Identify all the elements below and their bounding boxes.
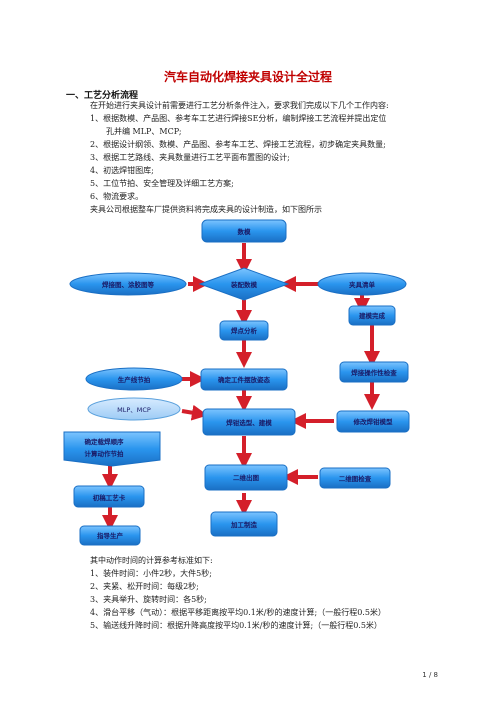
flow-node-xiugai: 修改焊钳模型 [336, 410, 410, 433]
svg-text:初稿工艺卡: 初稿工艺卡 [93, 493, 126, 502]
list-item: 5、工位节拍、安全管理及详细工艺方案; [90, 179, 234, 188]
svg-text:生产线节拍: 生产线节拍 [118, 375, 151, 384]
svg-text:指导生产: 指导生产 [97, 531, 124, 540]
flow-arrows [102, 243, 380, 531]
list-item: 2、根据设计纲领、数模、产品图、参考车工艺、焊接工艺流程，初步确定夹具数量; [90, 140, 386, 149]
svg-text:MLP、MCP: MLP、MCP [117, 406, 151, 414]
list-item: 2、夹紧、松开时间：每级2秒; [90, 582, 199, 591]
svg-text:确定工件摆放姿态: 确定工件摆放姿态 [218, 375, 271, 384]
list-item: 1、装件时间：小件2秒，大件5秒; [90, 569, 212, 578]
list-item: 1、根据数模、产品图、参考车工艺进行焊接SE分析，编制焊接工艺流程并提出定位 [90, 114, 387, 123]
section-intro: 在开始进行夹具设计前需要进行工艺分析条件注入，要求我们完成以下几个工作内容: [90, 101, 389, 110]
svg-text:焊接图、涂胶图等: 焊接图、涂胶图等 [102, 280, 155, 289]
svg-text:夹具清单: 夹具清单 [349, 280, 376, 289]
flow-node-mlp: MLP、MCP [87, 397, 181, 421]
flow-node-queding: 确定工件摆放姿态 [200, 368, 288, 391]
process-flowchart: 数模 焊接图、涂胶图等 装配数模 夹具清单 建模完成 焊点分析 焊接操作性检查 [63, 219, 410, 546]
svg-text:装配数模: 装配数模 [230, 280, 258, 289]
flow-node-xuanxing: 焊钳选型、建模 [202, 408, 296, 436]
flow-node-ertu: 二维出图 [204, 464, 288, 491]
page-number: 1 / 8 [422, 671, 438, 679]
document-title: 汽车自动化焊接夹具设计全过程 [163, 70, 332, 84]
flow-node-jiaju: 夹具清单 [317, 272, 407, 296]
list-item: 3、夹具举升、旋转时间：各5秒; [90, 595, 207, 604]
flow-node-shumo: 数模 [201, 219, 287, 243]
svg-text:焊点分析: 焊点分析 [231, 326, 258, 335]
svg-text:确定载焊顺序: 确定载焊顺序 [85, 437, 125, 446]
flow-intro: 夹具公司根据整车厂提供资料将完成夹具的设计制造，如下图所示 [90, 205, 322, 214]
section2-intro: 其中动作时间的计算参考标准如下: [90, 556, 213, 565]
flow-node-gongyika: 初稿工艺卡 [73, 485, 145, 508]
flow-node-caozuo: 焊接操作性检查 [339, 361, 409, 383]
svg-text:二维出图: 二维出图 [233, 473, 260, 482]
flow-node-handian: 焊点分析 [219, 320, 269, 341]
svg-text:计算动作节拍: 计算动作节拍 [85, 449, 125, 458]
flow-node-jianmo: 建模完成 [348, 305, 396, 326]
svg-text:加工制造: 加工制造 [230, 520, 258, 529]
svg-text:焊接操作性检查: 焊接操作性检查 [351, 368, 397, 377]
list-item: 4、初选焊钳图库; [90, 166, 154, 175]
svg-text:建模完成: 建模完成 [358, 311, 386, 320]
flow-node-zhidao: 指导生产 [79, 525, 141, 546]
list-item: 5、输送线升降时间：根据升降高度按平均0.1米/秒的速度计算;（一般行程0.5米… [90, 621, 382, 630]
svg-text:焊钳选型、建模: 焊钳选型、建模 [226, 418, 272, 427]
list-item: 4、滑台平移（气动）：根据平移距离按平均0.1米/秒的速度计算;（一般行程0.5… [90, 608, 386, 617]
flow-node-jiepai: 生产线节拍 [85, 367, 183, 391]
svg-text:数模: 数模 [238, 227, 252, 236]
flow-node-zhuangpei: 装配数模 [198, 267, 290, 301]
arrow-mlp-xuanxing [181, 404, 208, 421]
list-item: 3、根据工艺路线、夹具数量进行工艺平面布置图的设计; [90, 153, 290, 162]
flow-node-jiagong: 加工制造 [210, 511, 278, 537]
list-item-continuation: 孔并编 MLP、MCP; [106, 127, 182, 136]
flow-node-shunxu: 确定载焊顺序 计算动作节拍 [63, 431, 161, 467]
svg-text:修改焊钳模型: 修改焊钳模型 [353, 417, 394, 426]
section-heading: 一、工艺分析流程 [66, 91, 139, 101]
flow-node-jiancha: 二维图检查 [319, 467, 391, 489]
list-item: 6、物流要求。 [90, 192, 144, 201]
flow-node-hanjie: 焊接图、涂胶图等 [69, 272, 187, 296]
svg-text:二维图检查: 二维图检查 [339, 474, 372, 483]
